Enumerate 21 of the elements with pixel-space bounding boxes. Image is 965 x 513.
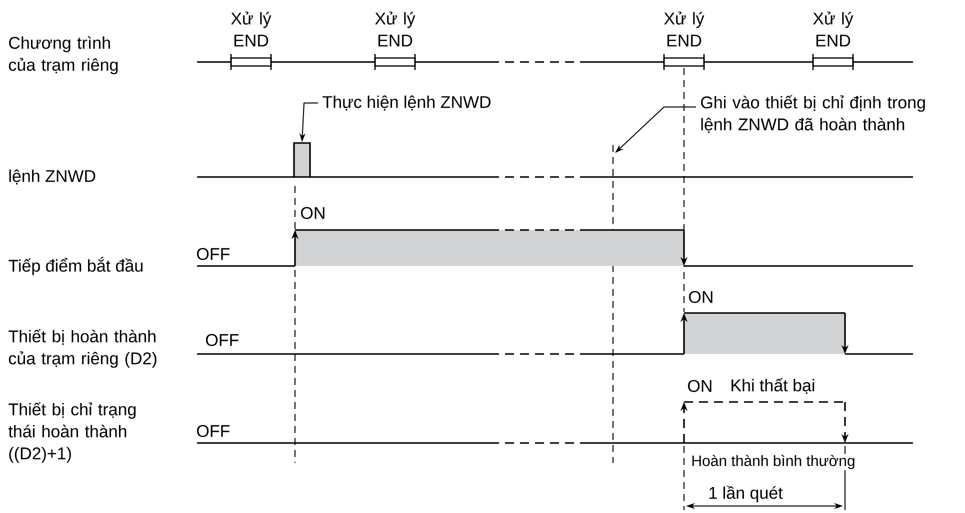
- signal-name: Thiết bị chỉ trạng thái hoàn thành ((D2)+1): [8, 402, 136, 463]
- state-label: ON: [688, 380, 712, 392]
- state-label: Khi thất bại: [732, 378, 814, 394]
- signal-name: Chương trình của trạm riêng: [8, 36, 118, 74]
- state-label: ON: [689, 290, 712, 304]
- signal-name: Tiếp điểm bắt đầu: [8, 256, 142, 276]
- dimension-label: 1 lần quét: [710, 486, 783, 502]
- state-label: OFF: [197, 424, 230, 438]
- process-label: Xử lý END: [231, 12, 272, 46]
- state-label: OFF: [206, 334, 239, 346]
- pulse-bar: [293, 142, 311, 178]
- annotation-text: Ghi vào thiết bị chỉ định trong lệnh ZNWD đã hoàn thành: [701, 95, 925, 133]
- signal-name: lệnh ZNWD: [9, 170, 96, 184]
- state-label: Hoàn thành bình thường: [690, 454, 856, 470]
- signal-name: Thiết bị hoàn thành của trạm riêng (D2): [8, 329, 156, 368]
- state-label: ON: [301, 206, 324, 220]
- process-label: Xử lý END: [664, 12, 704, 46]
- process-label: Xử lý END: [813, 12, 854, 46]
- state-label: OFF: [197, 248, 230, 260]
- process-label: Xử lý END: [375, 12, 416, 46]
- annotation-text: Thực hiện lệnh ZNWD: [322, 96, 491, 110]
